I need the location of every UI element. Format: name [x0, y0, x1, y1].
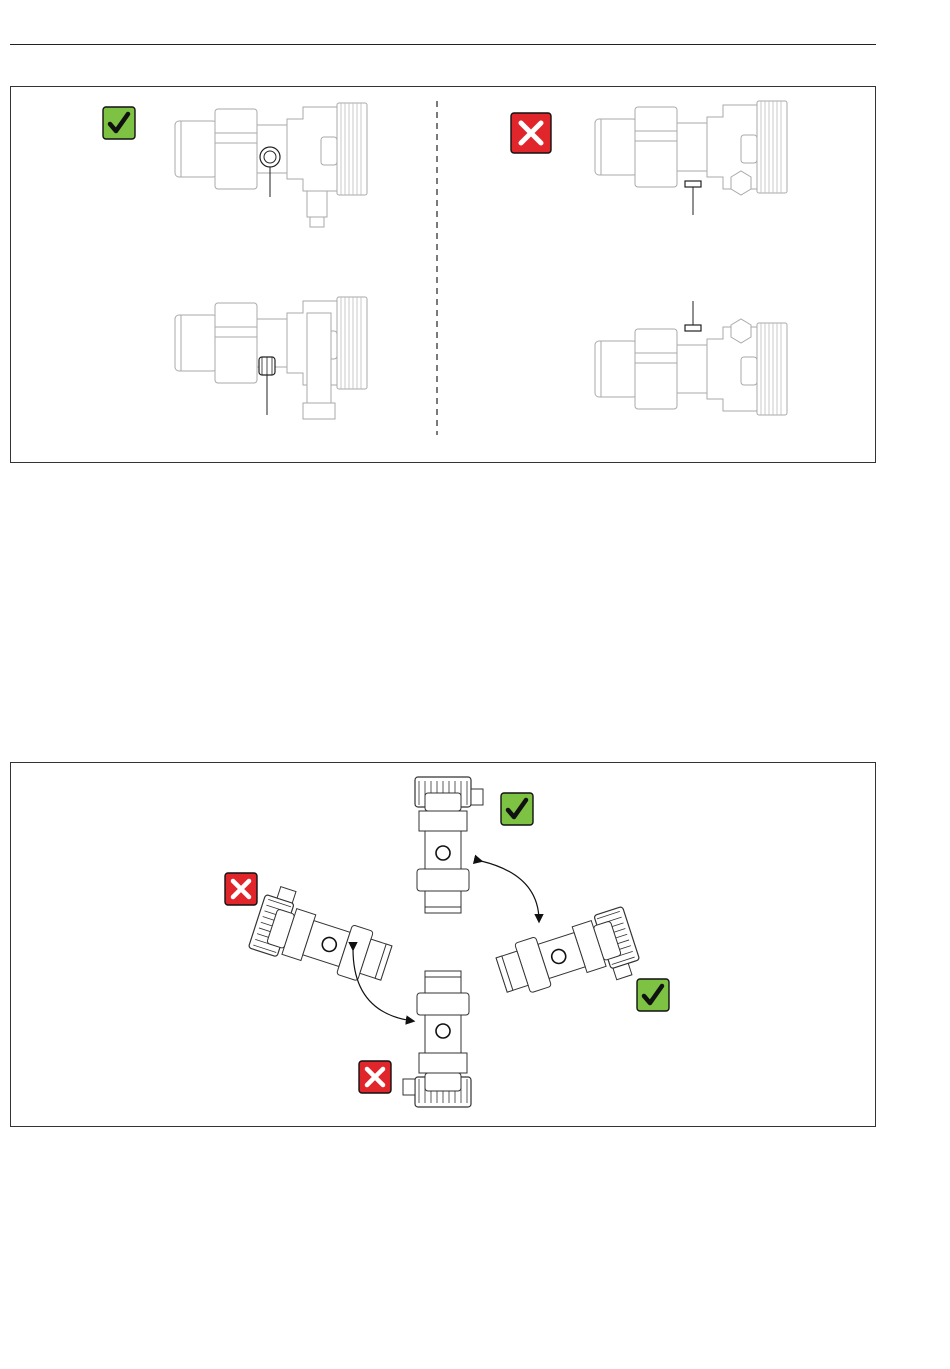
orientation-bottom-incorrect: [359, 971, 471, 1107]
cross-icon: [511, 113, 551, 153]
panel-bottom-left-correct: [175, 297, 367, 419]
transmitter-horizontal-vent-underside: [595, 101, 787, 215]
check-icon: [637, 979, 669, 1011]
header-rule: [10, 44, 876, 45]
cross-icon: [225, 873, 257, 905]
cross-icon: [359, 1061, 391, 1093]
check-icon: [103, 107, 135, 139]
transmitter-horizontal-vent-bottom: [175, 297, 367, 419]
check-icon: [501, 793, 533, 825]
figure-2-orientation: [10, 762, 876, 1127]
figure-1-mounting-positions: [10, 86, 876, 463]
transmitter-horizontal-vent-top: [595, 301, 787, 415]
transmitter-upright: [415, 777, 483, 913]
panel-bottom-right-incorrect: [595, 301, 787, 415]
orientation-left-incorrect: [225, 873, 399, 990]
transmitter-inverted: [403, 971, 471, 1107]
rotation-arrow-right: [481, 861, 539, 921]
transmitter-tilted-left: [248, 883, 398, 990]
orientation-top-correct: [415, 777, 533, 913]
orientation-right-correct: [493, 906, 669, 1013]
panel-top-left-correct: [103, 103, 367, 227]
transmitter-tilted-right: [493, 906, 643, 1013]
transmitter-horizontal-vent-side: [175, 103, 367, 227]
panel-top-right-incorrect: [511, 101, 787, 215]
